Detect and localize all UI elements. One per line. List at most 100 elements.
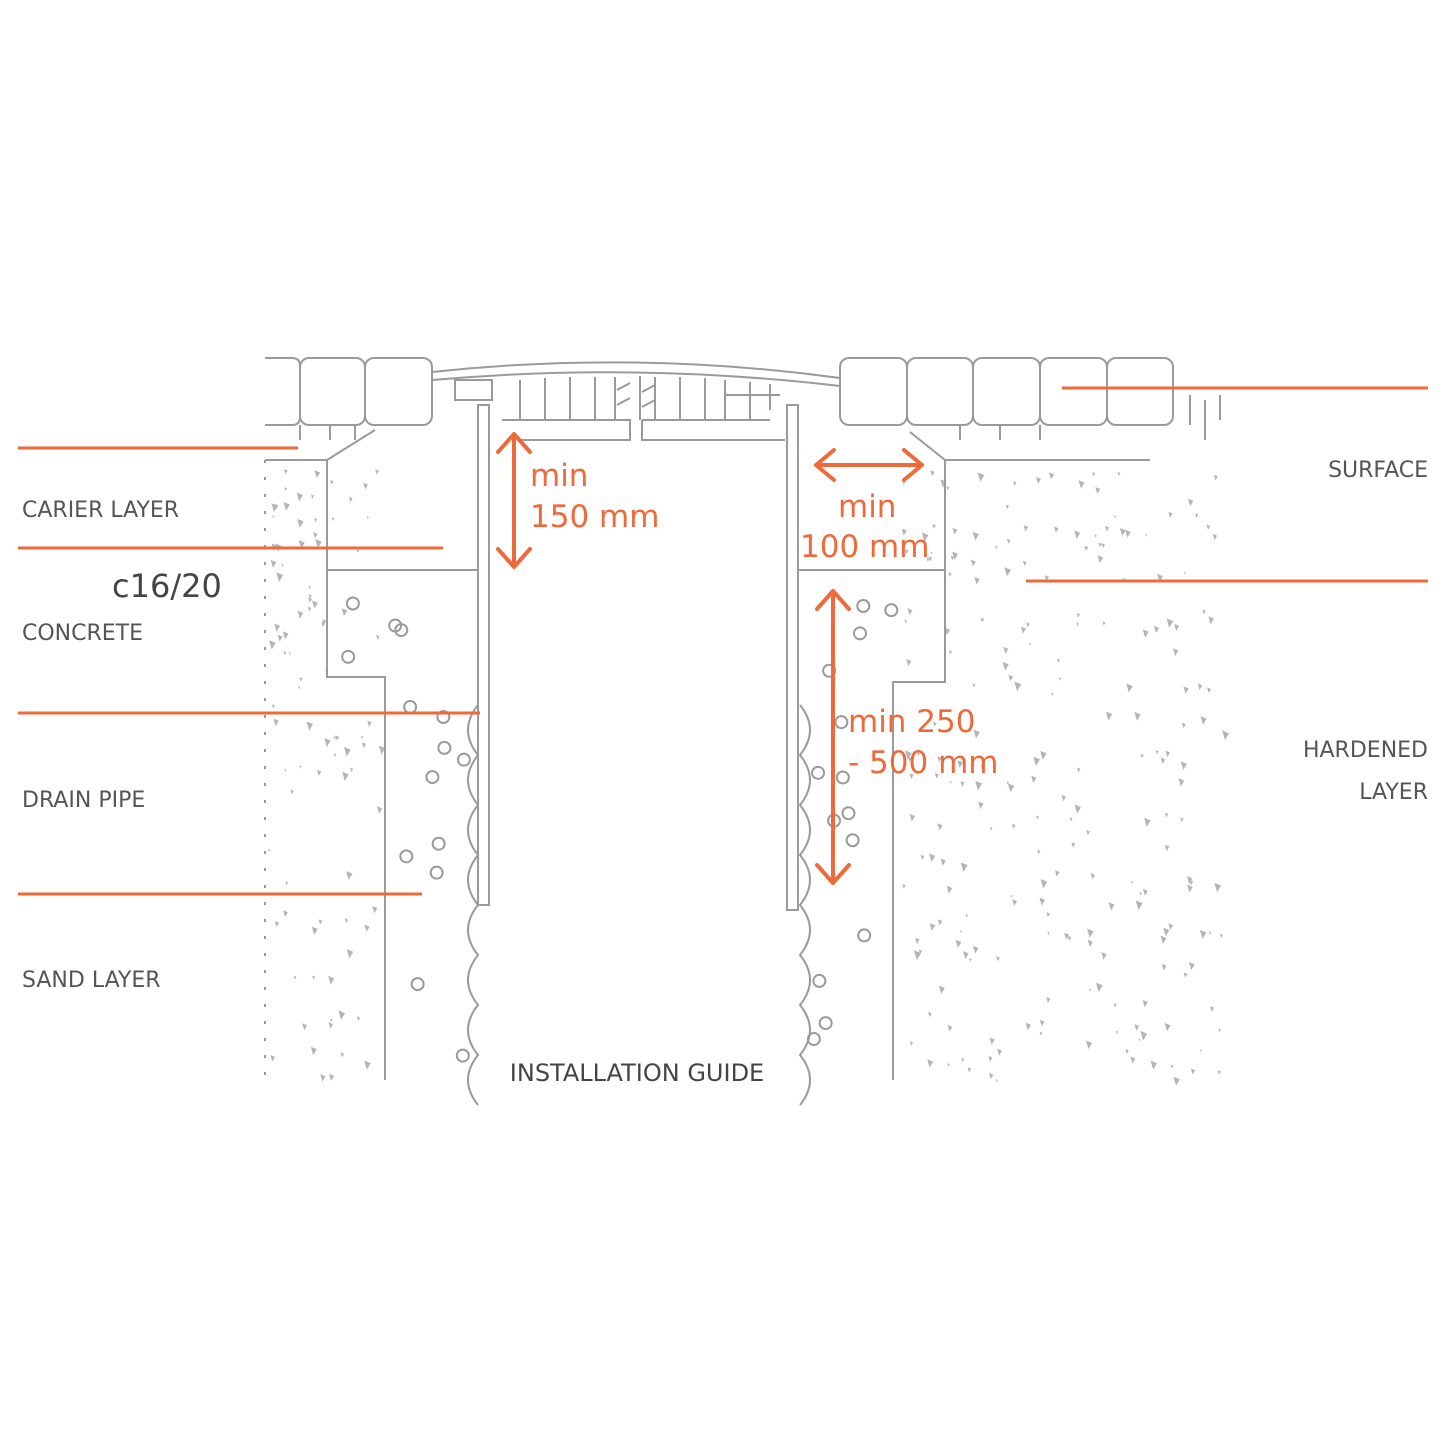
aggregate-speck	[1086, 830, 1090, 836]
paving-stones-right	[839, 357, 1221, 440]
aggregate-speck	[341, 608, 348, 617]
aggregate-speck	[367, 720, 372, 727]
aggregate-speck	[299, 765, 302, 769]
aggregate-speck	[1173, 1076, 1180, 1086]
aggregate-speck	[960, 781, 965, 787]
aggregate-speck	[338, 1010, 346, 1020]
aggregate-speck	[937, 823, 943, 831]
dim-250-line2: - 500 mm	[848, 745, 998, 781]
aggregate-speck	[1074, 804, 1082, 814]
aggregate-speck	[1155, 749, 1159, 755]
label-hardened: HARDENED	[1303, 738, 1428, 763]
aggregate-speck	[1054, 870, 1060, 877]
aggregate-speck	[978, 801, 984, 810]
label-concrete-grade: c16/20	[112, 567, 222, 605]
pebble	[857, 928, 872, 943]
aggregate-speck	[1071, 842, 1076, 848]
aggregate-speck	[1207, 687, 1212, 694]
aggregate-speck	[904, 619, 907, 624]
aggregate-speck	[933, 721, 937, 727]
aggregate-speck	[902, 481, 906, 486]
aggregate-speck	[1040, 879, 1048, 889]
drain-grate	[431, 361, 841, 441]
aggregate-speck	[1005, 504, 1010, 510]
pebble	[455, 1048, 470, 1063]
pebble	[403, 699, 418, 714]
aggregate-speck	[974, 576, 980, 585]
aggregate-speck	[1163, 927, 1170, 937]
aggregate-speck	[333, 736, 337, 740]
aggregate-speck	[343, 746, 351, 757]
aggregate-speck	[284, 768, 287, 772]
aggregate-speck	[1036, 477, 1041, 484]
aggregate-speck	[1222, 730, 1230, 741]
aggregate-speck	[1095, 982, 1103, 993]
aggregate-speck	[995, 1079, 998, 1083]
aggregate-speck	[932, 523, 936, 529]
aggregate-speck	[1183, 972, 1188, 978]
aggregate-speck	[1161, 963, 1167, 971]
aggregate-speck	[1218, 1028, 1221, 1033]
aggregate-speck	[972, 683, 976, 688]
aggregate-speck	[378, 745, 386, 755]
label-concrete: CONCRETE	[22, 621, 143, 646]
aggregate-speck	[965, 914, 968, 918]
aggregate-speck	[1212, 533, 1218, 541]
aggregate-speck	[1087, 939, 1093, 947]
aggregate-speck	[1200, 716, 1207, 725]
aggregate-speck	[988, 1055, 993, 1062]
aggregate-speck	[1195, 513, 1199, 518]
aggregate-speck	[1097, 555, 1104, 564]
aggregate-speck	[1002, 661, 1009, 671]
pebble	[436, 710, 451, 725]
aggregate-speck	[1164, 812, 1169, 818]
aggregate-speck	[977, 472, 985, 482]
aggregate-speck	[1144, 817, 1151, 827]
aggregate-speck	[1199, 929, 1207, 940]
aggregate-speck	[306, 721, 314, 731]
pebble	[429, 865, 444, 880]
aggregate-speck	[981, 617, 985, 622]
aggregate-speck	[1164, 844, 1170, 852]
aggregate-speck	[1101, 952, 1107, 960]
aggregate-speck	[276, 572, 284, 582]
aggregate-speck	[375, 469, 379, 475]
aggregate-speck	[921, 532, 929, 542]
aggregate-speck	[1157, 573, 1163, 583]
aggregate-speck	[1037, 849, 1041, 855]
aggregate-speck	[1219, 933, 1223, 939]
aggregate-speckles	[268, 469, 1230, 1086]
aggregate-speck	[329, 1073, 335, 1082]
aggregate-speck	[1101, 543, 1106, 549]
aggregate-speck	[927, 1059, 934, 1068]
aggregate-speck	[1150, 1060, 1158, 1070]
aggregate-speck	[1115, 1030, 1119, 1035]
aggregate-speck	[1142, 629, 1149, 638]
aggregate-speck	[968, 957, 972, 962]
aggregate-speck	[293, 975, 297, 980]
diagram-title: INSTALLATION GUIDE	[510, 1059, 764, 1087]
aggregate-speck	[307, 606, 312, 612]
aggregate-speck	[917, 752, 920, 757]
pebble	[835, 770, 850, 785]
aggregate-speck	[1084, 545, 1089, 552]
aggregate-speck	[1098, 542, 1102, 548]
pebble	[437, 740, 452, 755]
aggregate-speck	[997, 1048, 1003, 1056]
aggregate-speck	[996, 956, 1000, 962]
aggregate-speck	[1008, 674, 1014, 682]
aggregate-speck	[273, 718, 279, 727]
aggregate-speck	[1119, 528, 1126, 537]
aggregate-speck	[1135, 900, 1143, 911]
aggregate-speck	[274, 921, 280, 928]
aggregate-speck	[1190, 1068, 1196, 1075]
aggregate-speck	[272, 515, 275, 519]
aggregate-speck	[1029, 643, 1032, 646]
aggregate-speck	[1078, 480, 1085, 489]
pebble	[812, 973, 827, 988]
aggregate-speck	[317, 769, 322, 776]
aggregate-speck	[312, 600, 318, 609]
aggregate-speck	[348, 496, 353, 503]
aggregate-speck	[1125, 1049, 1129, 1054]
